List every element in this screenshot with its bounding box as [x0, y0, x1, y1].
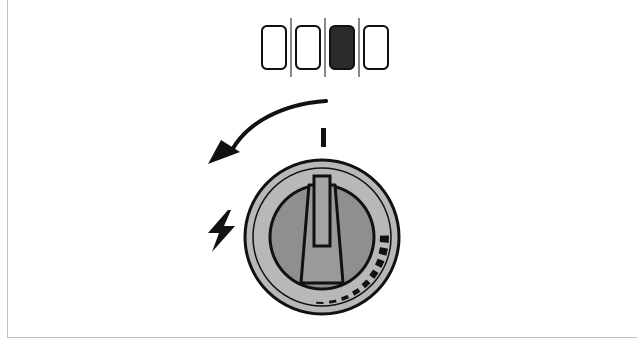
indicator-segment	[363, 25, 389, 70]
indicator-segment	[261, 25, 287, 70]
scale-mark	[361, 279, 371, 289]
knob-inner-ring	[252, 167, 392, 307]
knob-pointer	[312, 174, 332, 248]
scale-mark	[378, 247, 388, 256]
lightning-bolt-icon	[208, 210, 235, 252]
scale-mark	[352, 288, 361, 296]
curved-arrow-icon	[208, 99, 328, 164]
scale-mark	[328, 299, 337, 304]
segment-indicator	[261, 18, 389, 77]
indicator-segment	[295, 25, 321, 70]
scale-mark	[341, 294, 350, 301]
scale-mark	[374, 258, 385, 268]
control-knob[interactable]	[243, 158, 401, 316]
knob-scale-marks	[316, 235, 389, 304]
position-mark-i	[321, 128, 326, 147]
scale-mark	[316, 301, 324, 304]
indicator-segment	[329, 25, 355, 70]
scale-mark	[369, 269, 379, 279]
scale-mark	[379, 235, 389, 243]
